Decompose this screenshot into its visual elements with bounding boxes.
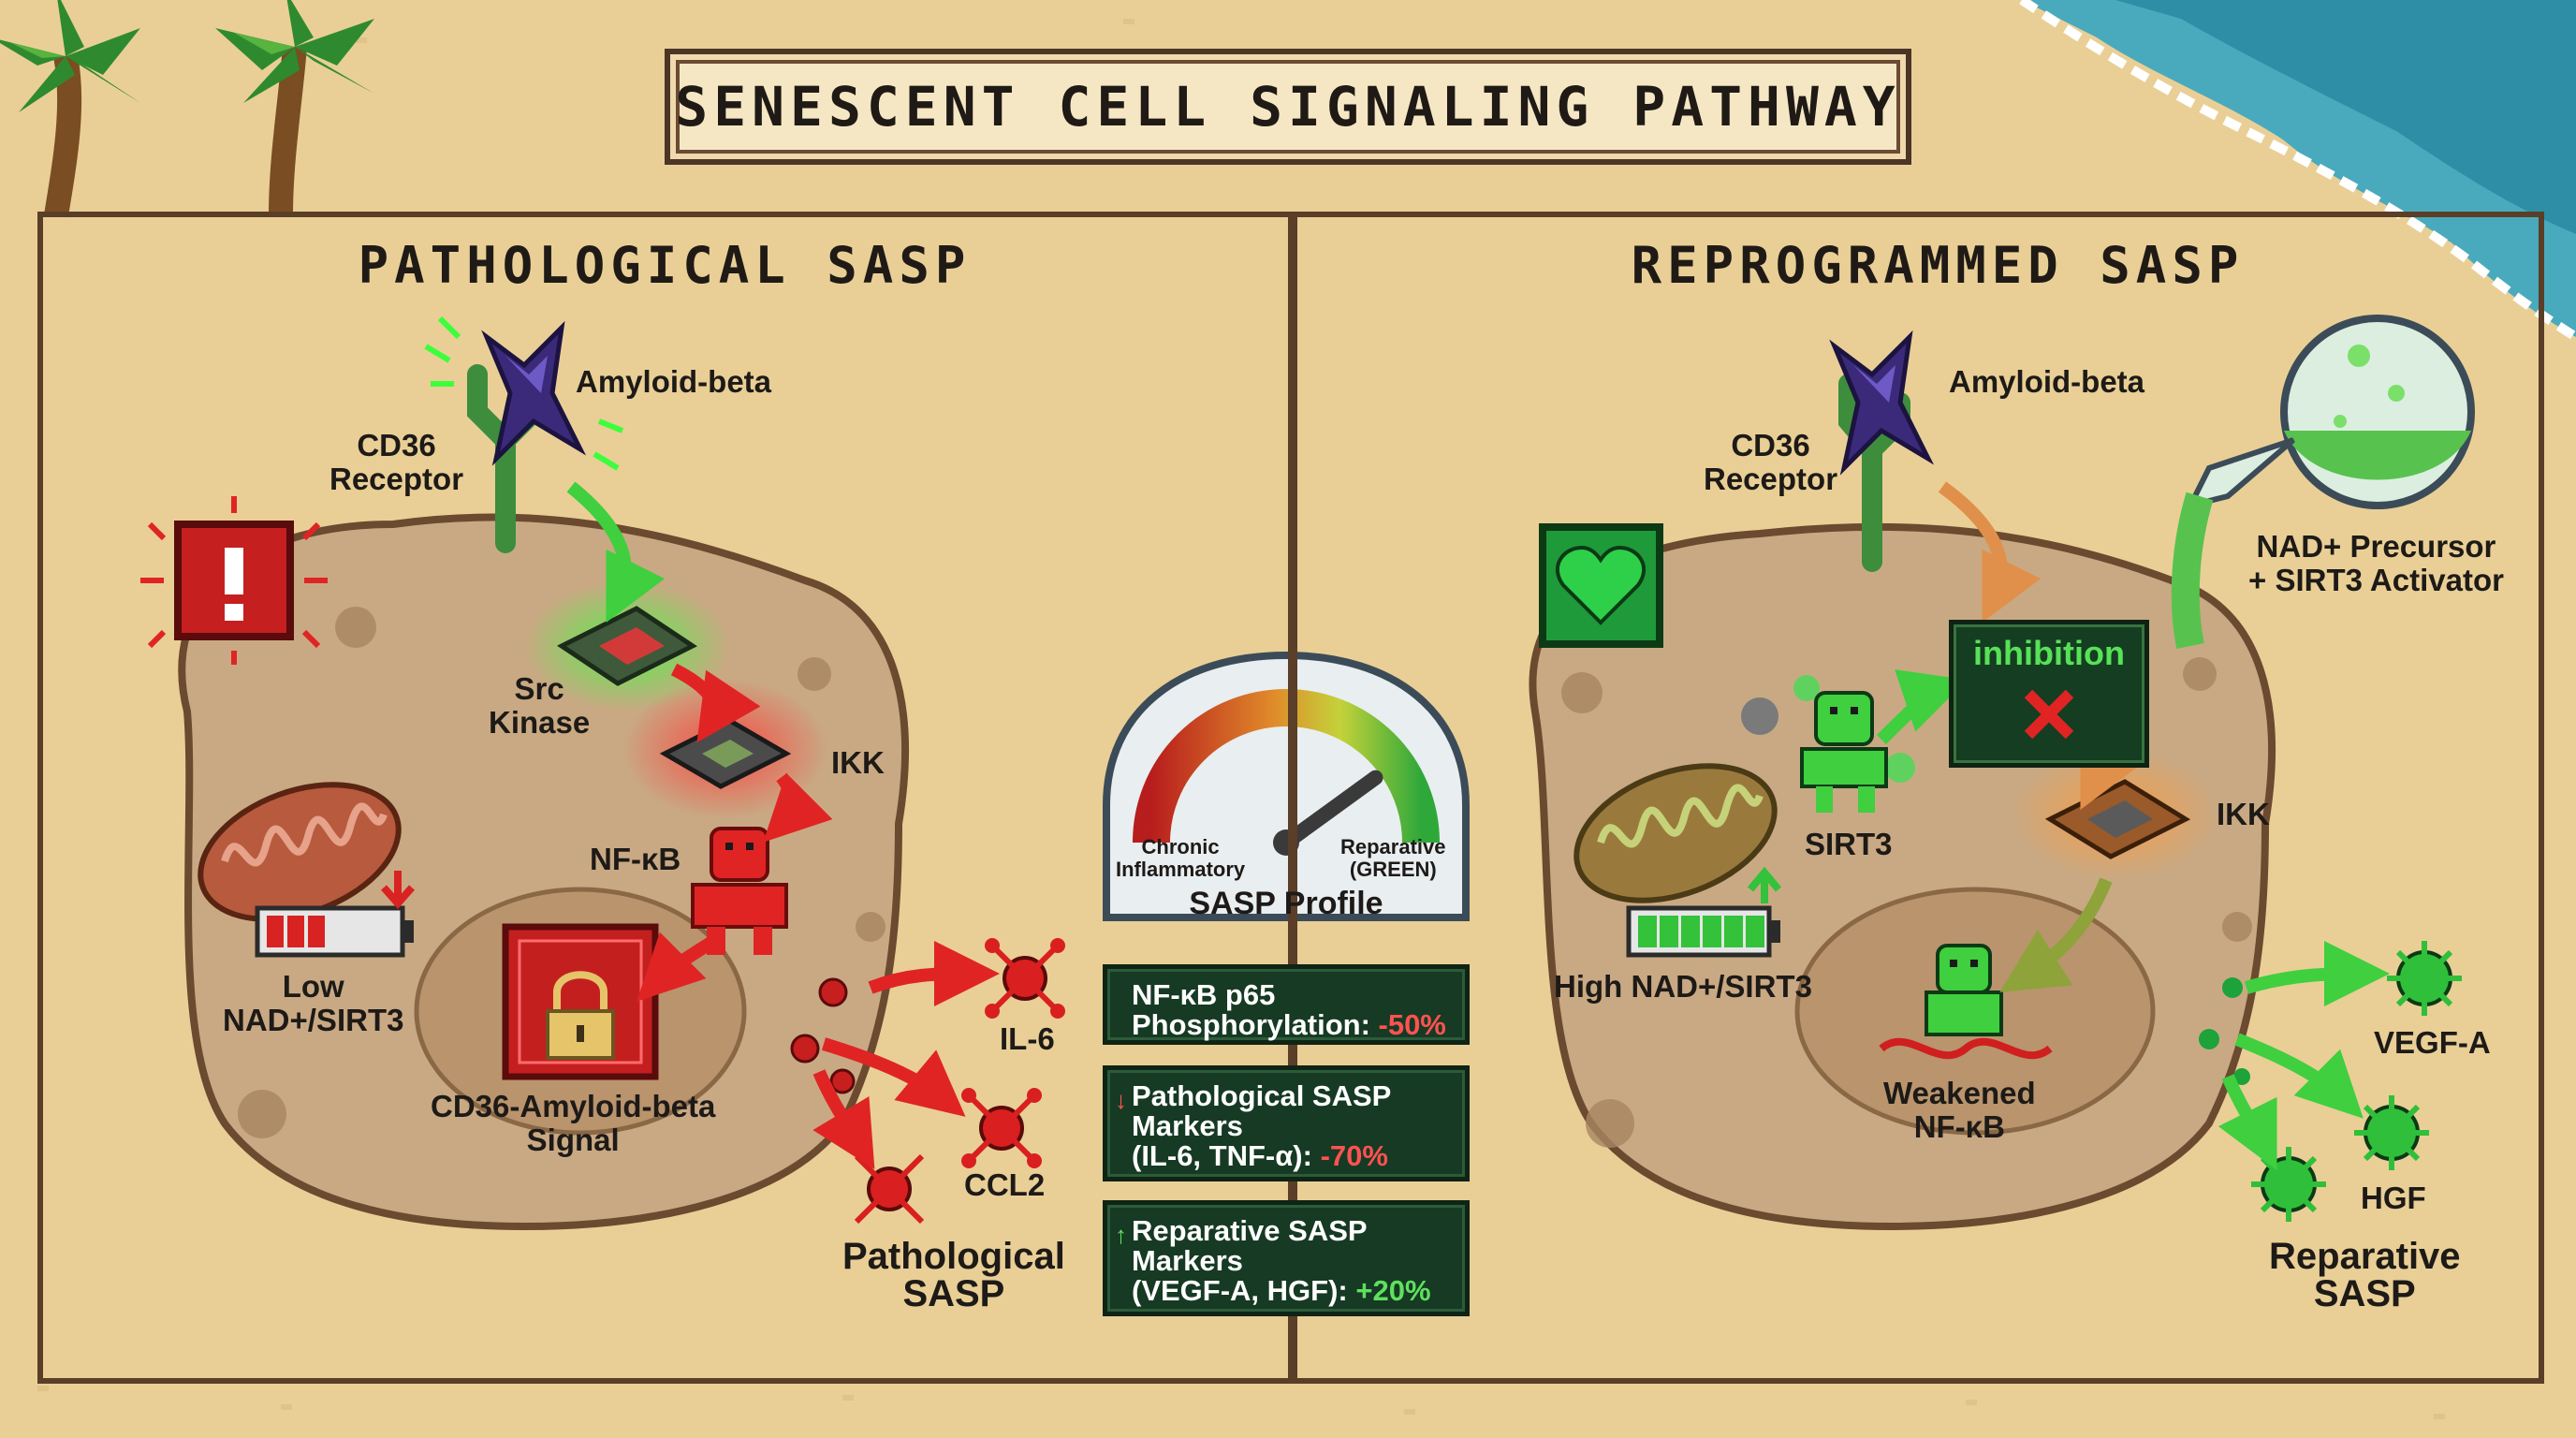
- gauge-needle: [1279, 770, 1383, 850]
- ikk-label-left: IKK: [831, 745, 885, 780]
- gear-icons: [1741, 675, 1915, 783]
- left-arrows: [566, 481, 1000, 1170]
- il6-label: IL-6: [1000, 1021, 1055, 1056]
- metric-value: -50%: [1378, 1008, 1446, 1041]
- cd36-receptor-label-right: CD36 Receptor: [1704, 428, 1838, 496]
- metric-value: +20%: [1355, 1274, 1431, 1307]
- cd36-signal-label: CD36-Amyloid-beta Signal: [431, 1089, 716, 1157]
- metric-value: -70%: [1320, 1139, 1388, 1172]
- sea-corner: [2019, 0, 2576, 342]
- il6-icon: [985, 938, 1065, 1019]
- metric-nfkb-phosphorylation: NF-κB p65 Phosphorylation: -50%: [1103, 964, 1470, 1045]
- pathological-sasp-label: Pathological SASP: [842, 1236, 1065, 1314]
- ikk-chip-right: [2012, 749, 2218, 880]
- metric-text: Reparative SASP Markers (VEGF-A, HGF):: [1132, 1214, 1368, 1307]
- ccl2-icon: [961, 1088, 1042, 1168]
- metric-trend-icon: ↑: [1115, 1221, 1127, 1249]
- page-title: SENESCENT CELL SIGNALING PATHWAY: [675, 75, 1901, 139]
- low-battery-icon: [255, 871, 415, 958]
- hgf-label: HGF: [2361, 1181, 2426, 1215]
- sirt3-label: SIRT3: [1805, 827, 1893, 861]
- metric-text: Pathological SASP Markers (IL-6, TNF-α):: [1132, 1079, 1392, 1172]
- gauge-left-label: Chronic Inflammatory: [1116, 835, 1246, 881]
- full-battery-icon: [1626, 866, 1782, 958]
- sirt3-creature: [1800, 691, 1888, 813]
- amyloid-beta-icon-right: [1829, 330, 1935, 476]
- low-nad-label: Low NAD+/SIRT3: [223, 969, 404, 1037]
- reparative-sasp-label: Reparative SASP: [2269, 1236, 2461, 1314]
- right-panel-frame: [1292, 212, 2544, 1384]
- nad-precursor-label: NAD+ Precursor + SIRT3 Activator: [2248, 529, 2504, 597]
- right-vesicles: [2199, 977, 2250, 1085]
- inhibition-x-icon: [2024, 689, 2074, 740]
- high-nad-label: High NAD+/SIRT3: [1554, 969, 1812, 1004]
- mitochondria-left: [198, 782, 402, 922]
- amyloid-label-right: Amyloid-beta: [1949, 364, 2145, 399]
- nfkb-creature-left: [691, 827, 788, 955]
- ikk-label-right: IKK: [2217, 797, 2270, 831]
- inhibition-label: inhibition: [1973, 634, 2125, 672]
- metric-text: NF-κB p65 Phosphorylation:: [1132, 978, 1370, 1041]
- src-kinase-label: Src Kinase: [489, 671, 591, 740]
- nad-precursor-flask-icon: [2171, 315, 2475, 649]
- locked-safe-icon: [502, 923, 659, 1080]
- right-arrows: [1877, 481, 2390, 1171]
- metric-reparative-markers: ↑ Reparative SASP Markers (VEGF-A, HGF):…: [1103, 1200, 1470, 1316]
- metric-trend-icon: ↓: [1115, 1086, 1127, 1114]
- left-panel-heading: PATHOLOGICAL SASP: [358, 236, 972, 295]
- inhibition-box: inhibition: [1949, 620, 2149, 768]
- mitochondria-right: [1573, 763, 1778, 903]
- sasp-profile-gauge: [1103, 651, 1470, 921]
- right-panel-heading: REPROGRAMMED SASP: [1631, 236, 2245, 295]
- amyloid-label-left: Amyloid-beta: [576, 364, 772, 399]
- metric-pathological-markers: ↓ Pathological SASP Markers (IL-6, TNF-α…: [1103, 1065, 1470, 1181]
- left-vesicles: [790, 977, 856, 1094]
- gauge-right-label: Reparative (GREEN): [1340, 835, 1446, 881]
- weakened-nfkb-label: Weakened NF-κB: [1883, 1076, 2036, 1144]
- title-banner: SENESCENT CELL SIGNALING PATHWAY: [665, 49, 1911, 165]
- gauge-title: SASP Profile: [1189, 886, 1383, 921]
- warning-exclamation-icon: [140, 496, 328, 665]
- nfkb-label-left: NF-κB: [590, 842, 681, 876]
- vegfa-icon: [2387, 941, 2462, 1016]
- amyloid-beta-icon-left: [424, 315, 624, 471]
- hgf-icon: [2354, 1095, 2429, 1170]
- vegfa-label: VEGF-A: [2374, 1025, 2491, 1060]
- weakened-nfkb-creature: [1879, 944, 2053, 1060]
- cd36-receptor-label-left: CD36 Receptor: [329, 428, 464, 496]
- palm-trees: [0, 0, 374, 218]
- left-panel-frame: [37, 212, 1294, 1384]
- heart-icon: [1539, 523, 1663, 648]
- ccl2-label: CCL2: [964, 1167, 1046, 1202]
